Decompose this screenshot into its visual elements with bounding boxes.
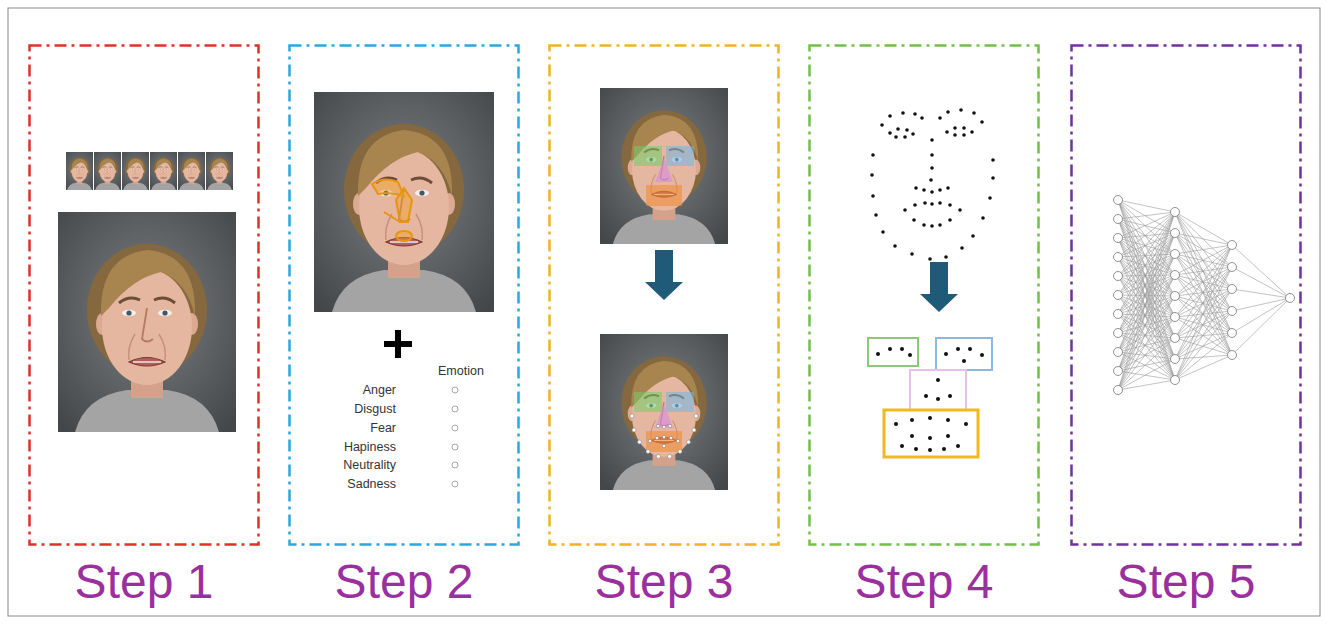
landmark-groups <box>868 338 992 457</box>
step-label: Step 5 <box>1060 556 1312 608</box>
step-panel: Step 4 <box>808 44 1040 546</box>
dashed-border <box>1070 44 1302 546</box>
step-panel: Step 2EmotionAngerDisgustFearHapinessNeu… <box>288 44 520 546</box>
step-label: Step 1 <box>18 556 270 608</box>
face-photo <box>600 88 728 244</box>
plus-sign <box>384 330 412 358</box>
face-thumbnails <box>64 152 235 190</box>
dashed-border <box>288 44 520 546</box>
step-label: Step 3 <box>538 556 790 608</box>
face-photo <box>57 212 237 432</box>
neural-network <box>1114 196 1295 395</box>
emotion-option: Disgust <box>294 401 396 417</box>
face-photo <box>600 334 728 490</box>
radio-buttons <box>452 387 458 487</box>
step-panel: Step 1 <box>28 44 260 546</box>
step-label: Step 4 <box>798 556 1050 608</box>
dashed-border <box>808 44 1040 546</box>
dashed-border <box>28 44 260 546</box>
region-overlay <box>634 392 694 452</box>
dashed-border <box>548 44 780 546</box>
emotion-option: Fear <box>294 420 396 436</box>
figure-frame <box>8 8 1320 616</box>
emotion-option: Sadness <box>294 476 396 492</box>
face-photo <box>314 92 494 312</box>
step-panel: Step 5 <box>1070 44 1302 546</box>
down-arrow <box>645 250 683 300</box>
landmark-map <box>870 108 995 261</box>
down-arrow <box>920 262 958 312</box>
emotion-option: Neutrality <box>294 457 396 473</box>
column-header: Emotion <box>438 363 484 379</box>
emotion-option: Anger <box>294 382 396 398</box>
emotion-option: Hapiness <box>294 439 396 455</box>
landmark-dots <box>630 414 698 458</box>
au-overlay <box>372 179 412 241</box>
step-panel: Step 3 <box>548 44 780 546</box>
step-label: Step 2 <box>278 556 530 608</box>
region-overlay <box>634 146 694 206</box>
